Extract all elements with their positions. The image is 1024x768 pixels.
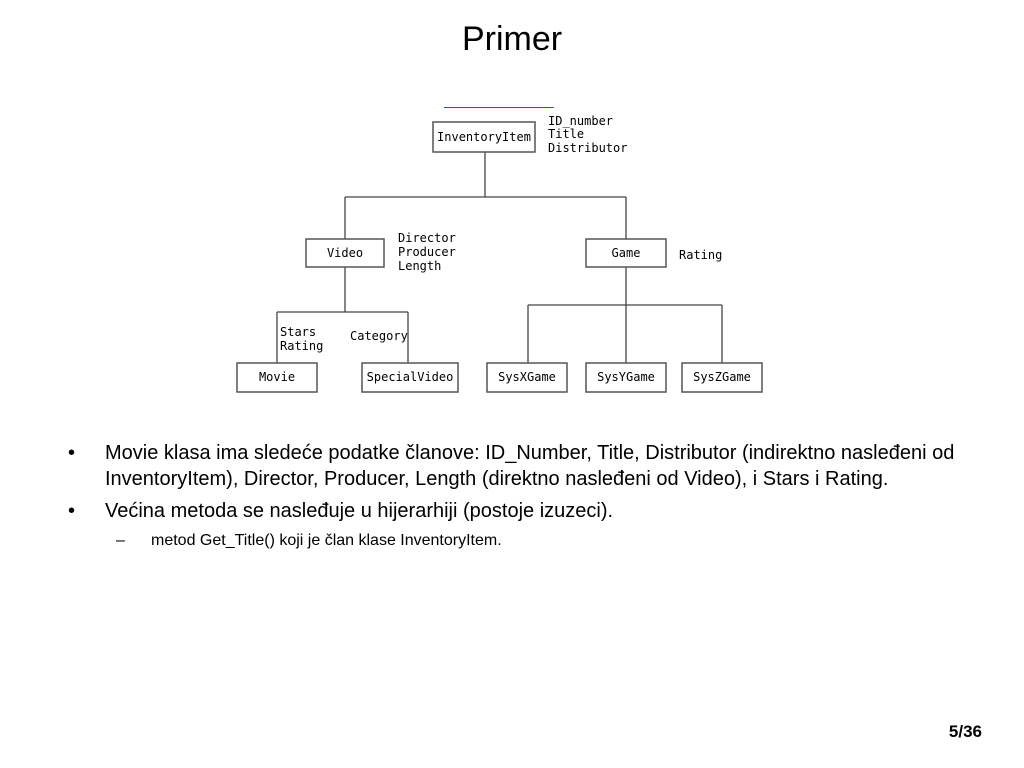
attr-specialvideo-category: Category: [350, 329, 408, 343]
slide-title: Primer: [461, 20, 563, 58]
node-movie: Movie: [236, 362, 318, 393]
node-video-label: Video: [327, 246, 363, 260]
node-sysxgame: SysXGame: [486, 362, 568, 393]
node-sysxgame-label: SysXGame: [498, 370, 556, 384]
bullet-text: Većina metoda se nasleđuje u hijerarhiji…: [105, 500, 614, 522]
node-sysygame: SysYGame: [585, 362, 667, 393]
bullet-mark: •: [68, 442, 76, 464]
node-inventoryitem-label: InventoryItem: [437, 130, 531, 144]
sub-bullet-text: metod Get_Title() koji je član klase Inv…: [151, 532, 502, 549]
attr-movie-rating: Rating: [280, 339, 323, 353]
attr-inventory-title: Title: [548, 127, 584, 141]
link-underline: [444, 107, 554, 108]
node-inventoryitem: InventoryItem: [432, 121, 536, 153]
attr-video-producer: Producer: [398, 245, 456, 259]
page-number: 5/36: [948, 722, 982, 741]
bullet-mark: •: [68, 500, 76, 522]
bullet-list: • Movie klasa ima sledeće podatke članov…: [68, 440, 988, 552]
attr-video-director: Director: [398, 231, 456, 245]
node-game-label: Game: [612, 246, 641, 260]
node-syszgame: SysZGame: [681, 362, 763, 393]
class-hierarchy-diagram: InventoryItem Video Game Movie SpecialVi…: [234, 100, 768, 400]
attr-movie-stars: Stars: [280, 325, 316, 339]
bullet-text: Movie klasa ima sledeće podatke članove:…: [105, 442, 955, 490]
node-specialvideo: SpecialVideo: [361, 362, 459, 393]
attr-game-rating: Rating: [679, 248, 722, 262]
node-movie-label: Movie: [259, 370, 295, 384]
sub-bullet-mark: –: [116, 532, 125, 549]
node-syszgame-label: SysZGame: [693, 370, 751, 384]
node-video: Video: [305, 238, 385, 268]
bullet-item: • Većina metoda se nasleđuje u hijerarhi…: [68, 498, 988, 524]
bullet-item: • Movie klasa ima sledeće podatke članov…: [68, 440, 988, 492]
node-specialvideo-label: SpecialVideo: [367, 370, 454, 384]
sub-bullet-item: – metod Get_Title() koji je član klase I…: [68, 530, 988, 552]
attr-inventory-idnumber: ID_number: [548, 114, 613, 128]
attr-inventory-distributor: Distributor: [548, 141, 627, 155]
attr-video-length: Length: [398, 259, 441, 273]
node-sysygame-label: SysYGame: [597, 370, 655, 384]
diagram-svg: InventoryItem Video Game Movie SpecialVi…: [236, 114, 763, 393]
node-game: Game: [585, 238, 667, 268]
